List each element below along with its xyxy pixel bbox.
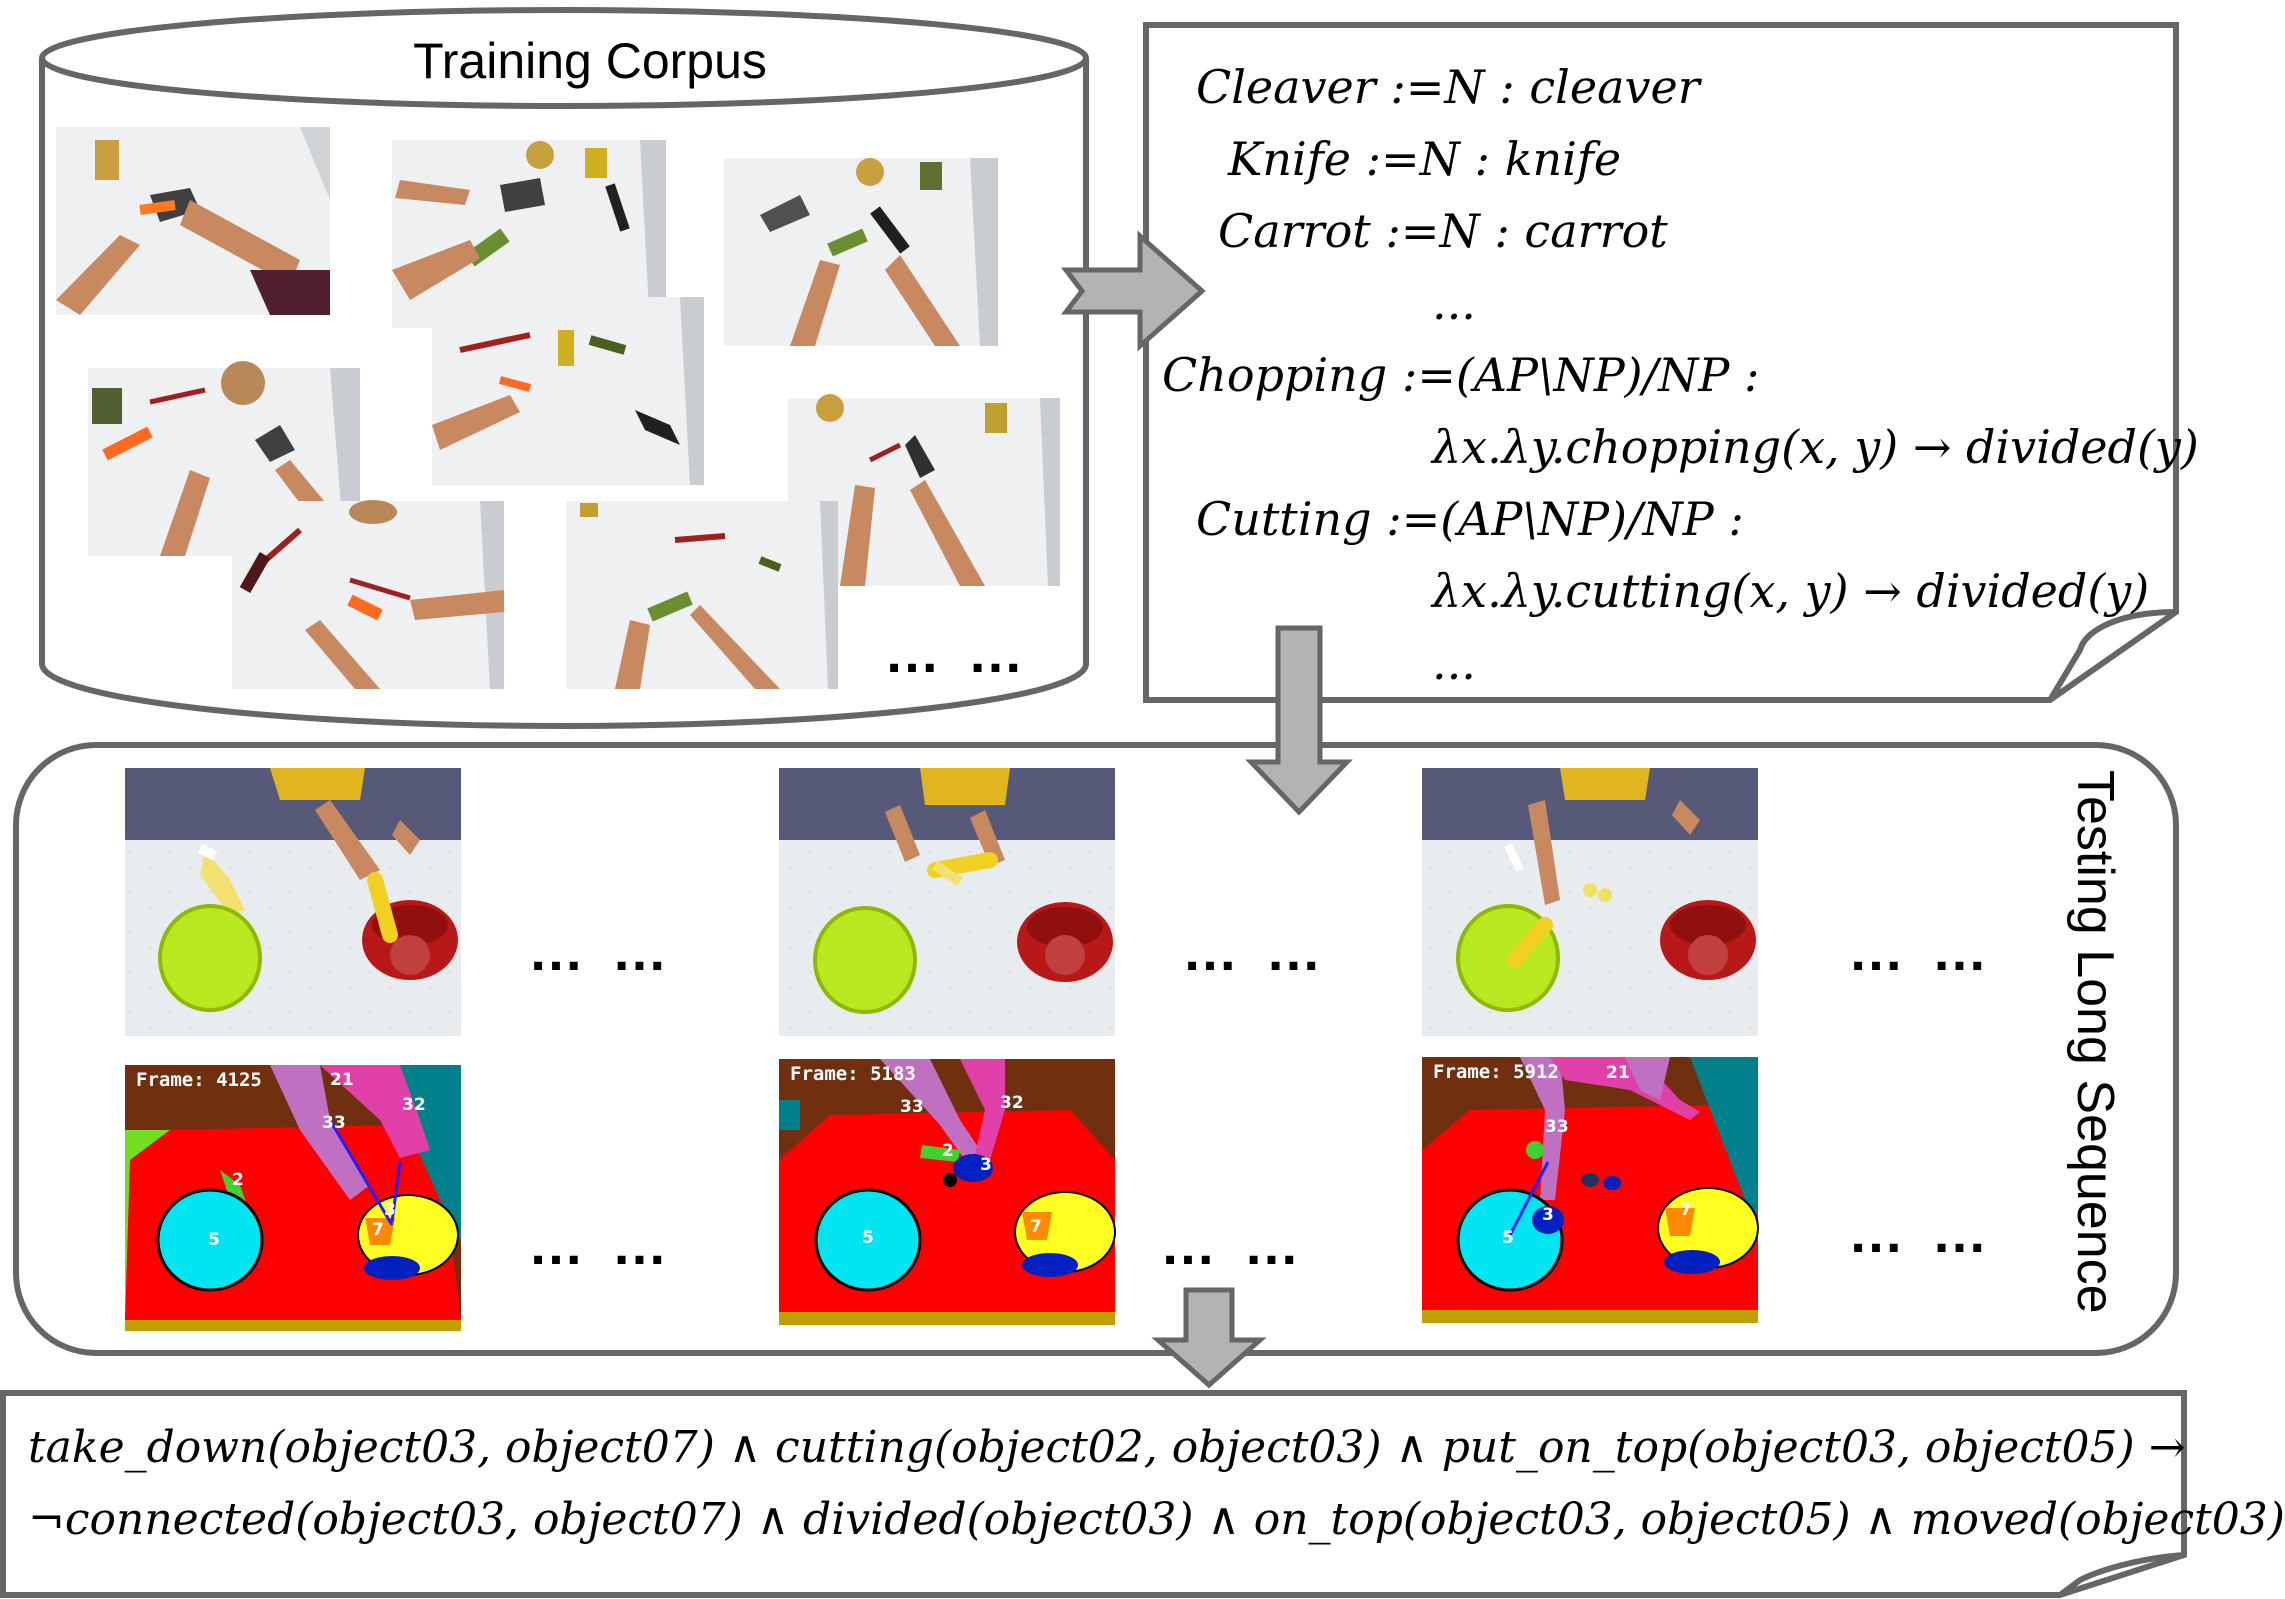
frame-label-2: Frame: 5183 [790, 1063, 916, 1085]
arrow-corpus-to-lexicon [1060, 230, 1206, 352]
lexicon-entry-chopping: Chopping :=(AP\NP)/NP : [1162, 348, 1760, 402]
segment-id: 7 [372, 1220, 384, 1240]
training-photo-7 [232, 500, 504, 689]
training-corpus-title: Training Corpus [413, 33, 767, 89]
testing-ellipsis: … … [1848, 1201, 1994, 1264]
rule-line-1: take_down(object03, object07) ∧ cutting(… [28, 1422, 2186, 1473]
segment-id: 3 [384, 1200, 396, 1220]
segment-id: 5 [862, 1228, 874, 1248]
test-photo-3 [1422, 768, 1758, 1036]
test-photo-2 [779, 768, 1115, 1036]
segment-id: 33 [900, 1097, 924, 1117]
testing-ellipsis: … … [528, 1213, 674, 1276]
segment-id: 21 [330, 1070, 354, 1090]
segmentation-frame-3: Frame: 5912 21 33 3 5 7 [1422, 1057, 1759, 1323]
segment-id: 5 [208, 1230, 220, 1250]
segment-id: 33 [1545, 1117, 1569, 1137]
lexicon-entry-cleaver: Cleaver :=N : cleaver [1196, 60, 1700, 114]
lexicon-semantics-cutting: λx.λy.cutting(x, y) → divided(y) [1432, 564, 2150, 618]
segment-id: 32 [402, 1095, 426, 1115]
rule-page [0, 1390, 2187, 1598]
segment-id: 3 [980, 1155, 992, 1175]
segment-id: 2 [942, 1141, 954, 1161]
segmentation-frame-2: Frame: 5183 33 32 2 3 5 7 [779, 1059, 1116, 1325]
training-photo-2 [392, 140, 666, 328]
lexicon-semantics-chopping: λx.λy.chopping(x, y) → divided(y) [1432, 420, 2199, 474]
testing-ellipsis: … … [1848, 919, 1994, 982]
lexicon-entry-knife: Knife :=N : knife [1228, 132, 1622, 186]
testing-ellipsis: … … [1182, 919, 1328, 982]
testing-ellipsis: … … [1160, 1213, 1306, 1276]
segment-id: 3 [1542, 1205, 1554, 1225]
arrow-lexicon-to-testing [1245, 625, 1353, 816]
training-photo-1 [56, 127, 330, 315]
lexicon-entry-carrot: Carrot :=N : carrot [1218, 204, 1668, 258]
training-photo-8 [566, 501, 838, 689]
segment-id: 7 [1030, 1217, 1042, 1237]
diagram-canvas: Frame: 4125 21 33 32 2 3 7 5 Frame: 5183… [0, 7, 2187, 1598]
lexicon-page-curl [2047, 609, 2177, 702]
arrow-testing-to-rule [1151, 1287, 1267, 1389]
segment-id: 21 [1606, 1063, 1630, 1083]
rule-line-2: ¬connected(object03, object07) ∧ divided… [28, 1494, 2285, 1545]
segmentation-frame-1: Frame: 4125 21 33 32 2 3 7 5 [125, 1065, 461, 1331]
testing-long-sequence-label: Testing Long Sequence [2066, 770, 2124, 1314]
segment-id: 32 [1000, 1093, 1024, 1113]
segment-id: 7 [1680, 1200, 1692, 1220]
training-photo-3 [724, 158, 998, 346]
lexicon-entry-cutting: Cutting :=(AP\NP)/NP : [1196, 492, 1744, 546]
segment-id: 5 [1502, 1228, 1514, 1248]
lexicon-ellipsis: ... [1432, 276, 1476, 330]
testing-ellipsis: … … [528, 919, 674, 982]
test-photo-1 [125, 768, 461, 1036]
lexicon-ellipsis-end: ... [1432, 636, 1476, 690]
training-photo-5 [432, 297, 704, 485]
rule-page-curl [2058, 1552, 2185, 1598]
training-corpus-ellipsis: … … [884, 621, 1030, 684]
lexicon-page [1143, 22, 2179, 703]
segment-id: 33 [322, 1113, 346, 1133]
frame-label-3: Frame: 5912 [1433, 1061, 1559, 1083]
segment-id: 2 [232, 1170, 244, 1190]
frame-label-1: Frame: 4125 [136, 1069, 262, 1091]
